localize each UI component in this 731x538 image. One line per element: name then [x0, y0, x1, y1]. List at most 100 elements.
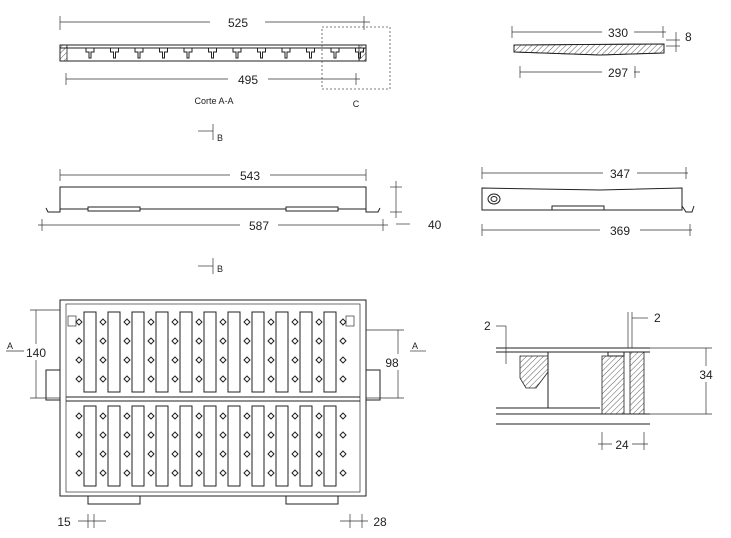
- grate-bar: [83, 405, 97, 487]
- grate-diamond: [147, 450, 155, 458]
- grate-bar: [155, 405, 169, 487]
- grate-diamond: [75, 375, 83, 383]
- grate-diamond: [99, 412, 107, 420]
- section-bar: [330, 47, 340, 59]
- grate-diamond: [195, 318, 203, 326]
- section-bar: [134, 47, 144, 59]
- dim-15: 15: [57, 515, 71, 529]
- grate-diamond: [219, 450, 227, 458]
- dim-587: 587: [249, 219, 269, 233]
- grate-diamond: [75, 450, 83, 458]
- grate-diamond: [75, 412, 83, 420]
- grate-diamond: [147, 318, 155, 326]
- section-bar: [355, 47, 364, 59]
- grate-bar: [275, 405, 289, 487]
- grate-diamond: [171, 469, 179, 477]
- grate-diamond: [339, 375, 347, 383]
- section-bar: [110, 47, 119, 59]
- dim-369: 369: [610, 224, 630, 238]
- grate-diamond: [243, 337, 251, 345]
- grate-bar: [227, 311, 241, 393]
- section-marker-a-left: A: [7, 341, 13, 351]
- dim-34: 34: [699, 368, 713, 382]
- section-bar: [208, 47, 217, 59]
- dim-330: 330: [608, 26, 628, 40]
- svg-text:B: B: [217, 133, 223, 143]
- grate-diamond: [99, 431, 107, 439]
- grate-diamond: [315, 356, 323, 364]
- grate-diamond: [339, 356, 347, 364]
- grate-diamond: [99, 337, 107, 345]
- grate-bar: [323, 405, 337, 487]
- grate-diamond: [315, 450, 323, 458]
- grate-bar: [299, 405, 313, 487]
- grate-diamond: [291, 450, 299, 458]
- grate-bar: [323, 311, 337, 393]
- grate-bar: [179, 311, 193, 393]
- grate-diamond: [195, 469, 203, 477]
- grate-bar: [107, 405, 121, 487]
- grate-diamond: [267, 375, 275, 383]
- section-bar: [183, 47, 193, 59]
- section-caption: Corte A-A: [194, 96, 233, 106]
- grate-diamond: [171, 337, 179, 345]
- grate-diamond: [267, 431, 275, 439]
- grate-diamond: [219, 337, 227, 345]
- grate-diamond: [315, 337, 323, 345]
- grate-diamond: [339, 337, 347, 345]
- grate-diamond: [171, 450, 179, 458]
- section-bar: [281, 47, 291, 59]
- svg-text:B: B: [217, 264, 223, 274]
- grate-diamond: [123, 375, 131, 383]
- grate-bars: [75, 311, 347, 487]
- section-bar: [159, 47, 168, 59]
- grate-diamond: [75, 318, 83, 326]
- grate-diamond: [147, 431, 155, 439]
- grate-diamond: [171, 375, 179, 383]
- grate-diamond: [123, 318, 131, 326]
- dim-24: 24: [615, 438, 629, 452]
- grate-diamond: [171, 431, 179, 439]
- grate-diamond: [195, 431, 203, 439]
- front-elevation-view: 543 40 587: [38, 167, 442, 233]
- grate-diamond: [147, 356, 155, 364]
- grate-diamond: [171, 412, 179, 420]
- grate-diamond: [291, 356, 299, 364]
- plan-view: 140 A 98 A 15 28: [6, 299, 426, 529]
- grate-bar: [107, 311, 121, 393]
- grate-diamond: [243, 431, 251, 439]
- grate-diamond: [123, 356, 131, 364]
- grate-diamond: [291, 337, 299, 345]
- section-marker-a-right: A: [412, 341, 418, 351]
- grate-diamond: [339, 469, 347, 477]
- dim-8: 8: [685, 30, 692, 44]
- grate-diamond: [219, 375, 227, 383]
- grate-diamond: [291, 469, 299, 477]
- grate-diamond: [219, 318, 227, 326]
- grate-diamond: [195, 450, 203, 458]
- side-elevation-view: 347 369: [481, 165, 695, 238]
- detail-c-label: C: [353, 99, 360, 109]
- section-aa-view: 525 C 495 Corte A-A: [59, 14, 391, 109]
- detail-c-marker: [321, 26, 391, 90]
- grate-diamond: [75, 356, 83, 364]
- grate-diamond: [219, 356, 227, 364]
- grate-diamond: [99, 318, 107, 326]
- grate-bar: [131, 405, 145, 487]
- grate-diamond: [267, 356, 275, 364]
- grate-diamond: [267, 337, 275, 345]
- dim-2-top: 2: [654, 311, 661, 325]
- grate-diamond: [123, 337, 131, 345]
- dim-543: 543: [240, 169, 260, 183]
- grate-bar: [131, 311, 145, 393]
- grate-diamond: [291, 318, 299, 326]
- section-bar: [257, 47, 266, 59]
- grate-diamond: [75, 469, 83, 477]
- grate-bar: [251, 405, 265, 487]
- dim-2-left: 2: [484, 319, 491, 333]
- dim-140: 140: [26, 346, 46, 360]
- grate-bar: [251, 311, 265, 393]
- grate-diamond: [315, 375, 323, 383]
- grate-diamond: [267, 412, 275, 420]
- grate-diamond: [195, 337, 203, 345]
